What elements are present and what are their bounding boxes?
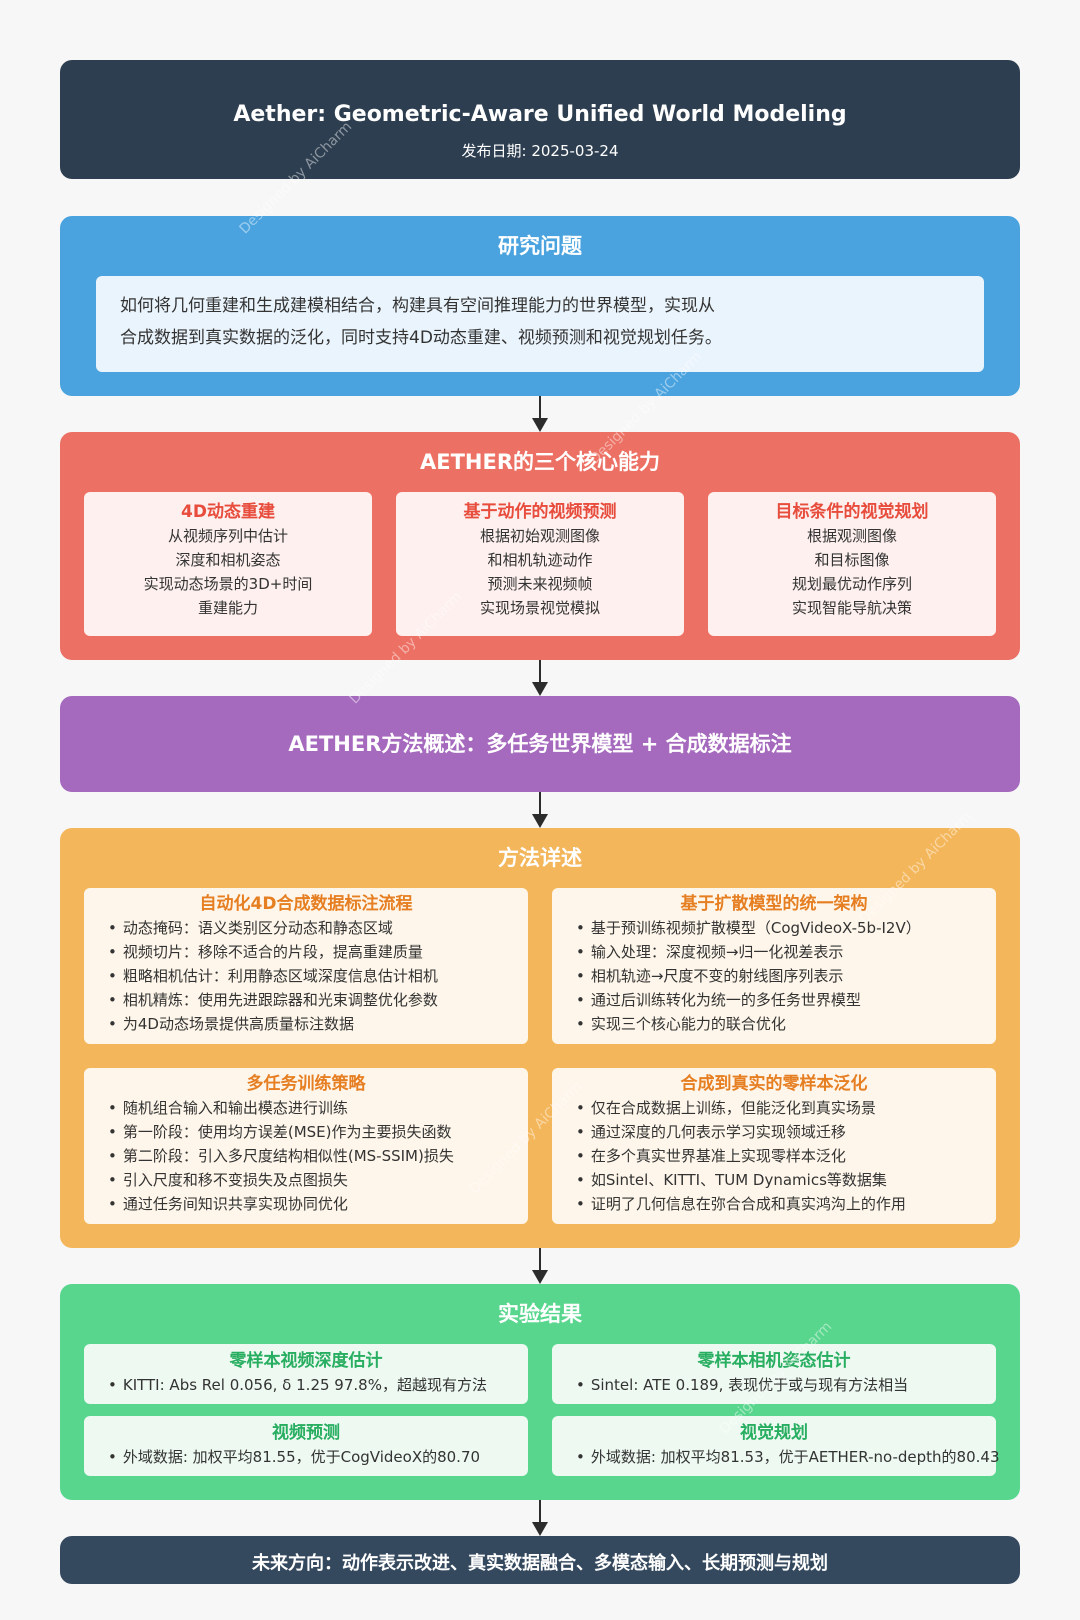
method-details-box: 方法详述 自动化4D合成数据标注流程 动态掩码：语义类别区分动态和静态区域 视频… (60, 828, 1020, 1248)
detail-item: 通过后训练转化为统一的多任务世界模型 (576, 988, 996, 1012)
detail-card: 多任务训练策略 随机组合输入和输出模态进行训练 第一阶段：使用均方误差(MSE)… (84, 1068, 528, 1224)
detail-item: 相机轨迹→尺度不变的射线图序列表示 (576, 964, 996, 988)
problem-line: 如何将几何重建和生成建模相结合，构建具有空间推理能力的世界模型，实现从 (120, 296, 715, 316)
capability-line: 实现场景视觉模拟 (479, 599, 600, 617)
paper-title: Aether: Geometric-Aware Unified World Mo… (233, 102, 847, 127)
arrow-head (532, 682, 548, 696)
method-details-title: 方法详述 (498, 846, 582, 870)
detail-card: 合成到真实的零样本泛化 仅在合成数据上训练，但能泛化到真实场景 通过深度的几何表… (552, 1068, 996, 1224)
detail-item: 如Sintel、KITTI、TUM Dynamics等数据集 (576, 1168, 996, 1192)
capabilities-box: AETHER的三个核心能力 4D动态重建 从视频序列中估计 深度和相机姿态 实现… (60, 432, 1020, 660)
detail-item: 证明了几何信息在弥合合成和真实鸿沟上的作用 (576, 1192, 996, 1216)
capability-heading: 基于动作的视频预测 (463, 502, 617, 522)
detail-item: 为4D动态场景提供高质量标注数据 (108, 1012, 528, 1036)
detail-item: 通过深度的几何表示学习实现领域迁移 (576, 1120, 996, 1144)
detail-item: 相机精炼：使用先进跟踪器和光束调整优化参数 (108, 988, 528, 1012)
arrow-connector (539, 396, 541, 418)
capability-card: 目标条件的视觉规划 根据观测图像 和目标图像 规划最优动作序列 实现智能导航决策 (708, 492, 996, 636)
detail-item: 粗略相机估计：利用静态区域深度信息估计相机 (108, 964, 528, 988)
method-overview-box: AETHER方法概述：多任务世界模型 + 合成数据标注 (60, 696, 1020, 792)
detail-heading: 基于扩散模型的统一架构 (680, 894, 868, 914)
detail-item: 动态掩码：语义类别区分动态和静态区域 (108, 916, 528, 940)
detail-heading: 自动化4D合成数据标注流程 (199, 894, 413, 914)
result-heading: 零样本相机姿态估计 (697, 1351, 851, 1371)
arrow-connector (539, 1248, 541, 1270)
result-card: 零样本相机姿态估计 Sintel: ATE 0.189, 表现优于或与现有方法相… (552, 1344, 996, 1404)
header-box: Aether: Geometric-Aware Unified World Mo… (60, 60, 1020, 179)
research-problem-text: 如何将几何重建和生成建模相结合，构建具有空间推理能力的世界模型，实现从 合成数据… (96, 276, 984, 372)
method-overview-title: AETHER方法概述：多任务世界模型 + 合成数据标注 (288, 732, 792, 756)
capability-line: 和目标图像 (814, 551, 890, 569)
detail-item: 在多个真实世界基准上实现零样本泛化 (576, 1144, 996, 1168)
research-problem-title: 研究问题 (498, 234, 582, 258)
detail-item: 第二阶段：引入多尺度结构相似性(MS-SSIM)损失 (108, 1144, 528, 1168)
capability-line: 从视频序列中估计 (167, 527, 288, 545)
capabilities-title: AETHER的三个核心能力 (419, 450, 660, 474)
capability-line: 根据观测图像 (806, 527, 897, 545)
research-problem-box: 研究问题 如何将几何重建和生成建模相结合，构建具有空间推理能力的世界模型，实现从… (60, 216, 1020, 396)
detail-item: 引入尺度和移不变损失及点图损失 (108, 1168, 528, 1192)
future-directions-box: 未来方向：动作表示改进、真实数据融合、多模态输入、长期预测与规划 (60, 1536, 1020, 1584)
detail-card: 自动化4D合成数据标注流程 动态掩码：语义类别区分动态和静态区域 视频切片：移除… (84, 888, 528, 1044)
capability-card: 基于动作的视频预测 根据初始观测图像 和相机轨迹动作 预测未来视频帧 实现场景视… (396, 492, 684, 636)
capability-heading: 目标条件的视觉规划 (775, 502, 929, 522)
arrow-head (532, 1270, 548, 1284)
result-heading: 视频预测 (272, 1423, 340, 1443)
detail-item: 仅在合成数据上训练，但能泛化到真实场景 (576, 1096, 996, 1120)
capability-line: 规划最优动作序列 (791, 575, 912, 593)
detail-item: 视频切片：移除不适合的片段，提高重建质量 (108, 940, 528, 964)
detail-item: 随机组合输入和输出模态进行训练 (108, 1096, 528, 1120)
capability-line: 根据初始观测图像 (479, 527, 600, 545)
detail-card: 基于扩散模型的统一架构 基于预训练视频扩散模型（CogVideoX-5b-I2V… (552, 888, 996, 1044)
results-title: 实验结果 (498, 1302, 582, 1326)
detail-heading: 合成到真实的零样本泛化 (680, 1074, 868, 1094)
future-directions-title: 未来方向：动作表示改进、真实数据融合、多模态输入、长期预测与规划 (252, 1553, 828, 1574)
result-line: 外域数据: 加权平均81.55，优于CogVideoX的80.70 (84, 1446, 528, 1468)
arrow-connector (539, 1500, 541, 1522)
capability-line: 深度和相机姿态 (175, 551, 281, 569)
result-heading: 零样本视频深度估计 (229, 1351, 383, 1371)
detail-item: 通过任务间知识共享实现协同优化 (108, 1192, 528, 1216)
capability-line: 重建能力 (197, 599, 258, 617)
arrow-connector (539, 660, 541, 682)
result-line: Sintel: ATE 0.189, 表现优于或与现有方法相当 (552, 1374, 996, 1396)
detail-item: 基于预训练视频扩散模型（CogVideoX-5b-I2V） (576, 916, 996, 940)
detail-item: 实现三个核心能力的联合优化 (576, 1012, 996, 1036)
detail-item: 第一阶段：使用均方误差(MSE)作为主要损失函数 (108, 1120, 528, 1144)
publish-date: 发布日期: 2025-03-24 (461, 142, 619, 160)
arrow-head (532, 418, 548, 432)
capability-line: 实现智能导航决策 (791, 599, 912, 617)
result-line: 外域数据: 加权平均81.53，优于AETHER-no-depth的80.43 (552, 1446, 1000, 1468)
results-box: 实验结果 零样本视频深度估计 KITTI: Abs Rel 0.056, δ 1… (60, 1284, 1020, 1500)
detail-item: 输入处理：深度视频→归一化视差表示 (576, 940, 996, 964)
result-line: KITTI: Abs Rel 0.056, δ 1.25 97.8%，超越现有方… (84, 1374, 528, 1396)
capability-card: 4D动态重建 从视频序列中估计 深度和相机姿态 实现动态场景的3D+时间 重建能… (84, 492, 372, 636)
capability-line: 预测未来视频帧 (487, 575, 593, 593)
capability-line: 和相机轨迹动作 (487, 551, 593, 569)
arrow-connector (539, 792, 541, 814)
result-card: 视频预测 外域数据: 加权平均81.55，优于CogVideoX的80.70 (84, 1416, 528, 1476)
problem-line: 合成数据到真实数据的泛化，同时支持4D动态重建、视频预测和视觉规划任务。 (120, 328, 722, 348)
arrow-head (532, 1522, 548, 1536)
result-heading: 视觉规划 (740, 1423, 808, 1443)
result-card: 零样本视频深度估计 KITTI: Abs Rel 0.056, δ 1.25 9… (84, 1344, 528, 1404)
detail-heading: 多任务训练策略 (246, 1074, 366, 1094)
result-card: 视觉规划 外域数据: 加权平均81.53，优于AETHER-no-depth的8… (552, 1416, 1000, 1476)
arrow-head (532, 814, 548, 828)
capability-heading: 4D动态重建 (181, 502, 275, 522)
capability-line: 实现动态场景的3D+时间 (143, 575, 313, 593)
